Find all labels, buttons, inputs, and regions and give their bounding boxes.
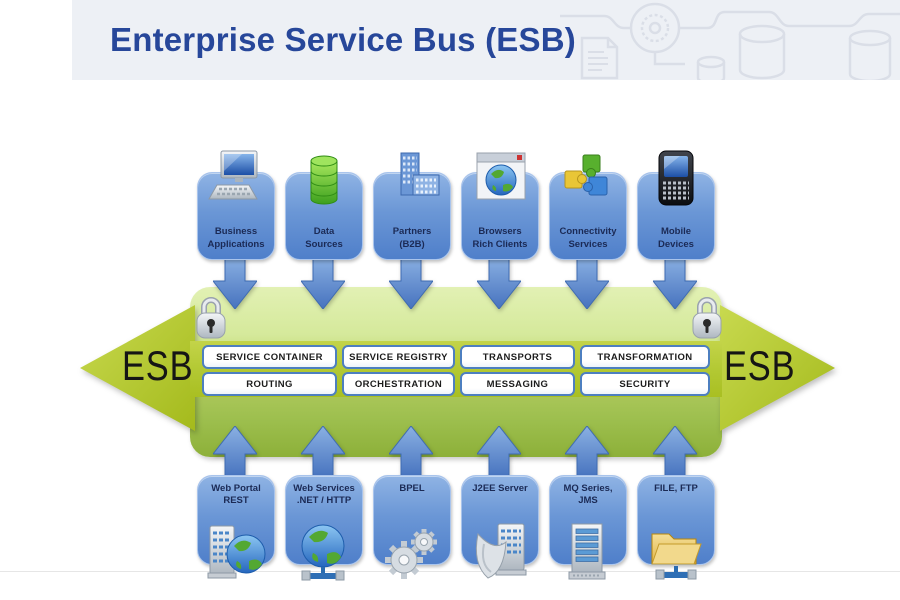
consumer-node-web-portal-rest: Web Portal REST [197,475,275,579]
capability-service-container: SERVICE CONTAINER [202,345,337,369]
puzzle-pieces-icon [557,149,619,211]
server-shield-icon [466,520,534,588]
server-globe-icon [202,520,270,588]
producer-node-browsers-rich-clients: Browsers Rich Clients [461,152,539,260]
down-arrow-icon [213,257,257,309]
esb-right-label: ESB [724,342,796,389]
consumer-node-file-ftp: FILE, FTP [637,475,715,580]
consumer-label: J2EE Server [472,483,528,494]
esb-capabilities: SERVICE CONTAINER SERVICE REGISTRY TRANS… [202,345,710,396]
down-arrow-icon [565,257,609,309]
esb-right-arrow [720,305,835,431]
lock-icon [196,297,226,339]
header-decoration-icons [560,2,900,80]
producer-node-business-applications: Business Applications [197,150,275,260]
capability-security: SECURITY [580,372,710,396]
consumer-label: FILE, FTP [654,483,698,494]
up-arrow-icon [565,426,609,478]
office-buildings-icon [381,149,443,211]
lock-icon [692,297,722,339]
up-arrow-icon [477,426,521,478]
up-arrow-icon [301,426,345,478]
header: Enterprise Service Bus (ESB) [72,0,900,80]
folder-network-icon [642,520,710,588]
producer-label: Connectivity Services [559,226,617,250]
capability-service-registry: SERVICE REGISTRY [342,345,455,369]
browser-globe-icon [469,149,531,211]
consumer-label: Web Portal REST [211,483,261,507]
consumer-node-mq-series-jms: MQ Series, JMS [549,475,627,580]
server-tower-icon [554,520,622,588]
producer-node-connectivity-services: Connectivity Services [549,154,627,260]
consumer-node-j2ee-server: J2EE Server [461,475,539,579]
down-arrow-icon [477,257,521,309]
consumer-node-bpel: BPEL [373,475,451,579]
capability-transports: TRANSPORTS [460,345,575,369]
down-arrow-icon [389,257,433,309]
up-arrow-icon [653,426,697,478]
esb-left-label: ESB [122,342,194,389]
down-arrow-icon [301,257,345,309]
producer-label: Mobile Devices [658,226,694,250]
mobile-device-icon [645,149,707,211]
esb-left-arrow [80,305,195,431]
consumer-label: BPEL [399,483,425,494]
producer-label: Browsers Rich Clients [472,226,528,250]
producer-label: Business Applications [207,226,265,250]
consumer-node-web-services: Web Services .NET / HTTP [285,475,363,581]
database-icon [293,149,355,211]
producer-node-partners-b2b: Partners (B2B) [373,152,451,260]
capability-messaging: MESSAGING [460,372,575,396]
down-arrow-icon [653,257,697,309]
producer-label: Partners (B2B) [392,226,432,250]
page-title: Enterprise Service Bus (ESB) [110,21,576,58]
producer-label: Data Sources [305,226,343,250]
producer-node-data-sources: Data Sources [285,155,363,260]
up-arrow-icon [213,426,257,478]
capability-orchestration: ORCHESTRATION [342,372,455,396]
capability-routing: ROUTING [202,372,337,396]
globe-stand-icon [290,520,358,588]
producer-node-mobile-devices: Mobile Devices [637,150,715,260]
up-arrow-icon [389,426,433,478]
gears-icon [378,520,446,588]
slide-bottom-divider [0,571,900,572]
consumer-label: Web Services .NET / HTTP [293,483,355,507]
capability-transformation: TRANSFORMATION [580,345,710,369]
desktop-computer-icon [205,149,267,211]
consumer-label: MQ Series, JMS [563,483,613,507]
